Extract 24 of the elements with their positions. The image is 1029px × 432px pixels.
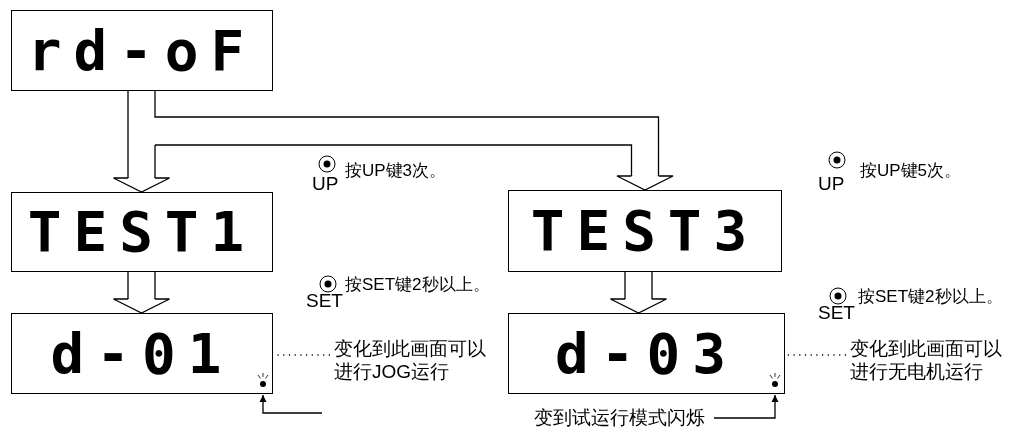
display-panel	[508, 190, 782, 272]
arrow	[713, 394, 779, 419]
display-readout: d-01	[50, 325, 234, 382]
note-text: 变到试运行模式闪烁	[534, 406, 712, 429]
display-readout: d-03	[555, 325, 738, 382]
button-name: SET	[818, 303, 855, 322]
arrow	[259, 394, 323, 414]
button-name: UP	[312, 174, 339, 193]
display-panel	[11, 10, 273, 91]
instruction-text: 按SET键2秒以上。	[858, 288, 1003, 305]
button-name: UP	[818, 174, 845, 193]
button-name: SET	[306, 291, 343, 310]
display-panel	[11, 313, 273, 394]
leader-line	[785, 354, 847, 356]
display-readout: rd-oF	[27, 22, 257, 79]
instruction-text: 按UP键5次。	[860, 162, 962, 179]
display-readout: TEST1	[27, 204, 257, 260]
note-text: 变化到此画面可以进行JOG运行	[334, 337, 494, 383]
display-panel	[11, 192, 273, 272]
instruction-text: 按UP键3次。	[345, 162, 447, 179]
display-readout: TEST3	[530, 203, 760, 259]
note-text: 变化到此画面可以进行无电机运行	[850, 337, 1010, 383]
instruction-text: 按SET键2秒以上。	[345, 276, 490, 293]
display-panel	[508, 313, 785, 394]
